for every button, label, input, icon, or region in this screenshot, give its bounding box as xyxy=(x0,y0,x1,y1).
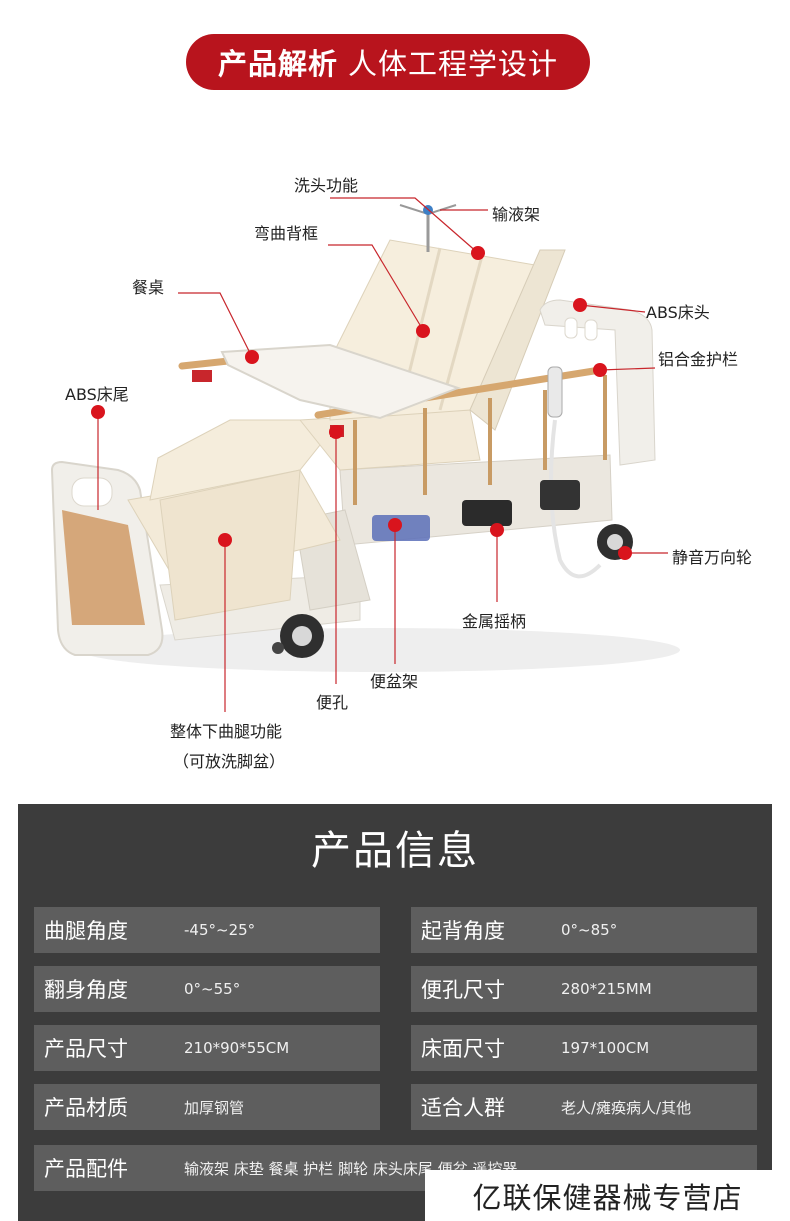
info-key: 产品材质 xyxy=(44,1096,128,1120)
label-dining-table: 餐桌 xyxy=(132,278,165,297)
label-caster: 静音万向轮 xyxy=(672,548,753,567)
label-toilet-hole: 便孔 xyxy=(316,693,349,712)
info-title: 产品信息 xyxy=(311,828,479,874)
info-cell: 床面尺寸 197*100CM xyxy=(411,1025,757,1071)
label-leg-function-note: （可放洗脚盆） xyxy=(173,752,286,771)
info-value: 280*215MM xyxy=(561,980,652,998)
label-abs-tail: ABS床尾 xyxy=(65,385,129,404)
abs-tail-board xyxy=(50,460,164,656)
info-key: 适合人群 xyxy=(421,1096,505,1120)
label-leg-function: 整体下曲腿功能 xyxy=(170,722,283,741)
info-key: 产品配件 xyxy=(44,1157,128,1181)
nursing-bed-illustration xyxy=(50,197,680,712)
info-value: 197*100CM xyxy=(561,1039,650,1057)
title-rest: 人体工程学设计 xyxy=(348,47,559,81)
info-cell: 产品尺寸 210*90*55CM xyxy=(34,1025,380,1071)
info-cell: 产品材质 加厚钢管 xyxy=(34,1084,380,1130)
info-key: 产品尺寸 xyxy=(44,1037,128,1061)
info-value: 加厚钢管 xyxy=(184,1098,245,1117)
section-title: 产品解析 人体工程学设计 xyxy=(186,34,590,90)
info-cell: 起背角度 0°~85° xyxy=(411,907,757,953)
info-value: 0°~55° xyxy=(184,980,241,998)
info-key: 便孔尺寸 xyxy=(421,978,505,1002)
info-cell: 翻身角度 0°~55° xyxy=(34,966,380,1012)
info-key: 起背角度 xyxy=(421,919,505,943)
label-crank: 金属摇柄 xyxy=(462,612,527,631)
info-key: 床面尺寸 xyxy=(421,1037,505,1061)
info-value: 210*90*55CM xyxy=(184,1039,290,1057)
info-cell: 适合人群 老人/瘫痪病人/其他 xyxy=(411,1084,757,1130)
info-key: 曲腿角度 xyxy=(44,919,128,943)
info-value: -45°~25° xyxy=(184,921,256,939)
info-cell: 便孔尺寸 280*215MM xyxy=(411,966,757,1012)
info-value: 老人/瘫痪病人/其他 xyxy=(561,1098,692,1117)
info-value: 0°~85° xyxy=(561,921,618,939)
label-abs-head: ABS床头 xyxy=(646,303,710,322)
label-guardrail: 铝合金护栏 xyxy=(658,350,739,369)
abs-head-board xyxy=(539,299,656,466)
info-key: 翻身角度 xyxy=(44,978,128,1002)
info-cell: 曲腿角度 -45°~25° xyxy=(34,907,380,953)
label-iv-stand: 输液架 xyxy=(492,205,541,224)
title-bold: 产品解析 xyxy=(217,47,338,81)
label-back-frame: 弯曲背框 xyxy=(254,224,319,243)
label-bedpan-rack: 便盆架 xyxy=(370,672,419,691)
store-watermark: 亿联保健器械专营店 xyxy=(425,1170,790,1221)
label-shampoo: 洗头功能 xyxy=(294,176,359,195)
